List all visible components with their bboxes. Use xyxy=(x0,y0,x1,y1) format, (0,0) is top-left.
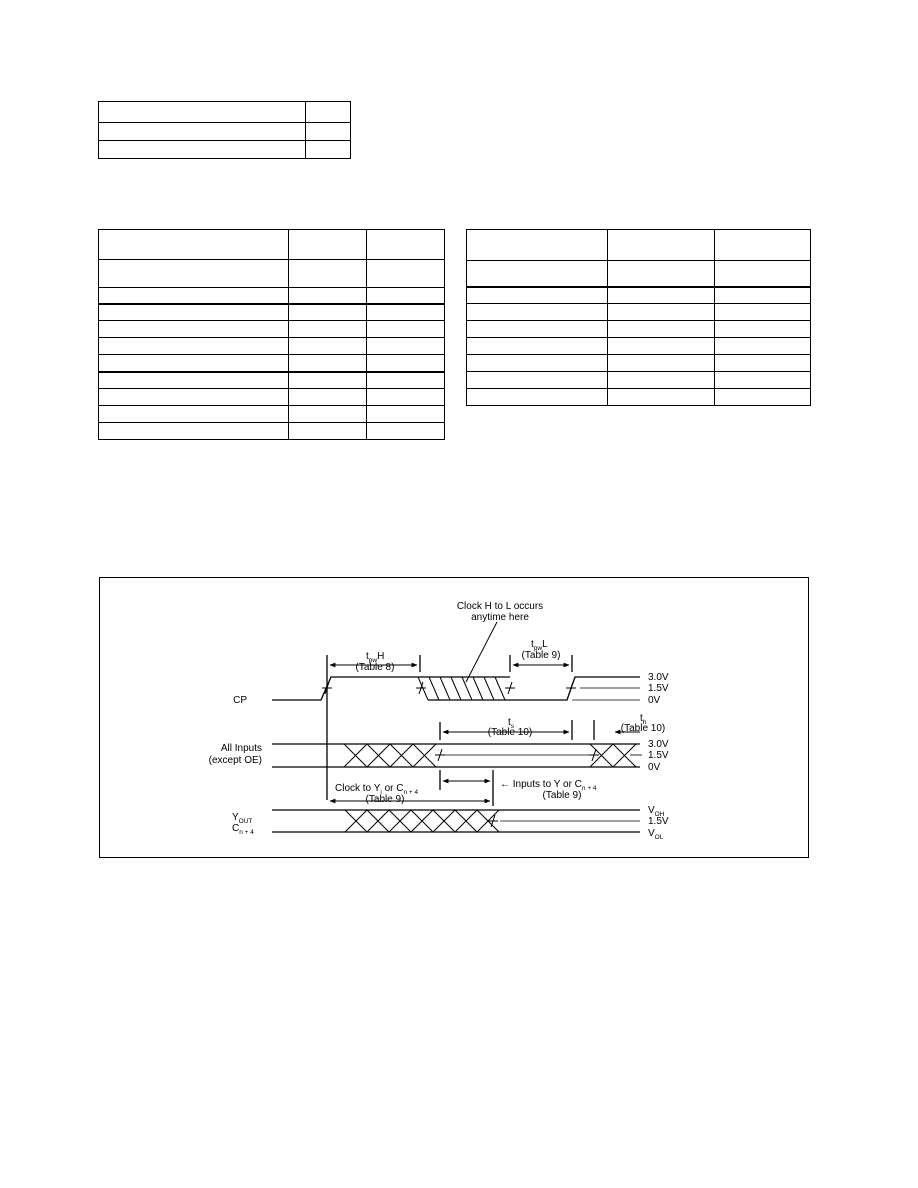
table-header-row xyxy=(466,260,811,288)
table-row xyxy=(466,303,811,321)
inputs-invalid-x xyxy=(589,743,614,768)
cp-level-low: 0V xyxy=(648,695,661,706)
right-table xyxy=(466,229,811,406)
inputs-invalid-x xyxy=(389,743,414,768)
output-level-mid: 1.5V xyxy=(648,816,669,827)
clock-hl-hatch xyxy=(417,676,506,701)
edge-tick xyxy=(416,681,426,695)
output-invalid-x xyxy=(432,809,456,833)
table-header-row xyxy=(98,259,445,288)
signal-cn4-label: Cn + 4 xyxy=(232,823,254,836)
hatch-line xyxy=(472,676,484,701)
invalid-data-patterns xyxy=(343,743,637,833)
th-ref: (Table 10) xyxy=(621,723,665,734)
tpwl-ref: (Table 9) xyxy=(522,650,561,661)
table-row xyxy=(466,337,811,355)
clock-to-y-label: Clock to Yi or Cn + 4 xyxy=(335,783,419,796)
hatch-line xyxy=(428,676,440,701)
annotation-clock-hl-line1: Clock H to L occurs xyxy=(457,601,543,612)
inputs-level-low: 0V xyxy=(648,762,661,773)
hatch-line xyxy=(450,676,462,701)
edge-tick xyxy=(505,681,515,695)
table-row xyxy=(466,388,811,406)
table-row xyxy=(98,287,445,305)
inputs-invalid-x xyxy=(343,743,368,768)
timing-diagram-frame xyxy=(99,577,809,858)
tpwl-label: tpwL xyxy=(531,639,548,652)
table-row xyxy=(466,286,811,304)
output-invalid-x xyxy=(410,809,434,833)
table-row xyxy=(98,122,351,141)
hatch-line xyxy=(417,676,429,701)
small-table xyxy=(98,101,351,159)
left-table xyxy=(98,229,445,440)
tpwh-label: tpwH xyxy=(366,651,384,664)
hatch-line xyxy=(494,676,506,701)
edge-tick xyxy=(322,681,332,695)
table-row xyxy=(466,320,811,338)
signal-yout-label: YOUT xyxy=(232,812,252,825)
inputs-invalid-x xyxy=(612,743,637,768)
signal-inputs-label-line2: (except OE) xyxy=(209,755,262,766)
output-level-voh: VOH xyxy=(648,805,665,818)
output-invalid-x xyxy=(344,809,368,833)
output-invalid-x xyxy=(366,809,390,833)
cp-level-mid: 1.5V xyxy=(648,683,669,694)
table-row xyxy=(98,354,445,373)
output-invalid-x xyxy=(388,809,412,833)
edge-tick xyxy=(488,814,498,828)
tpwh-ref: (Table 8) xyxy=(356,662,395,673)
annotation-clock-hl-line2: anytime here xyxy=(471,612,529,623)
table-row xyxy=(98,405,445,423)
table-row xyxy=(98,140,351,159)
output-invalid-x xyxy=(476,809,500,833)
inputs-to-y-label: ← Inputs to Y or Cn + 4 xyxy=(500,779,597,792)
output-level-vol: VOL xyxy=(648,828,664,841)
inputs-to-y-ref: (Table 9) xyxy=(543,790,582,801)
output-invalid-x xyxy=(454,809,478,833)
table-row xyxy=(98,422,445,440)
table-row xyxy=(98,371,445,389)
th-label: th xyxy=(640,713,647,726)
edge-tick xyxy=(435,748,445,762)
ts-ref: (Table 10) xyxy=(488,727,532,738)
table-row xyxy=(98,303,445,321)
hatch-line xyxy=(439,676,451,701)
ts-label: ts xyxy=(508,717,515,730)
inputs-invalid-x xyxy=(366,743,391,768)
inputs-level-high: 3.0V xyxy=(648,739,669,750)
inputs-level-mid: 1.5V xyxy=(648,750,669,761)
hatch-line xyxy=(483,676,495,701)
signal-cp-label: CP xyxy=(233,695,247,706)
hatch-line xyxy=(461,676,473,701)
table-header-row xyxy=(466,229,811,261)
table-row xyxy=(98,320,445,338)
edge-tick xyxy=(589,748,599,762)
cp-level-high: 3.0V xyxy=(648,672,669,683)
table-row xyxy=(98,337,445,355)
cp-waveform xyxy=(272,676,418,701)
inputs-invalid-x xyxy=(412,743,437,768)
signal-inputs-label-line1: All Inputs xyxy=(221,743,262,754)
clock-to-y-ref: (Table 9) xyxy=(366,794,405,805)
table-header-row xyxy=(98,229,445,260)
edge-tick xyxy=(566,681,576,695)
table-row xyxy=(98,388,445,406)
annotation-pointer xyxy=(465,621,498,683)
